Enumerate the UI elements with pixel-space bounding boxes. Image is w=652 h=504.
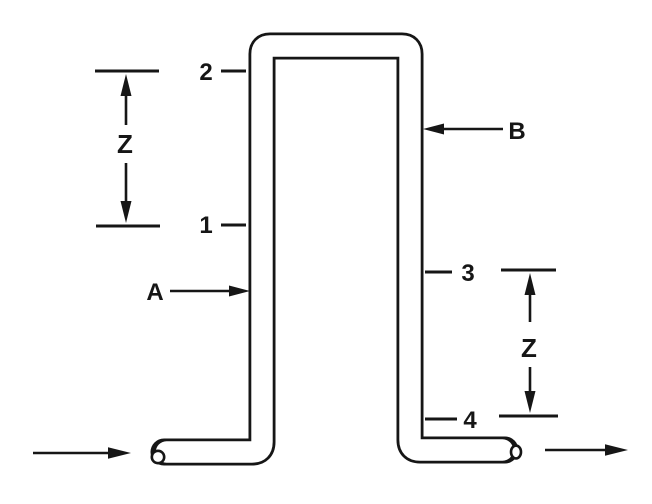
inlet-bore-opening bbox=[150, 449, 166, 465]
station-1-label: 1 bbox=[199, 212, 212, 239]
point-b-label: B bbox=[508, 118, 525, 145]
left-z-label: Z bbox=[117, 129, 133, 159]
point-a-label: A bbox=[146, 279, 163, 306]
station-4-label: 4 bbox=[463, 407, 477, 434]
station-3-label: 3 bbox=[461, 260, 474, 287]
right-z-label: Z bbox=[521, 333, 537, 363]
station-ticks bbox=[221, 69, 457, 421]
point-b-arrow-icon bbox=[423, 123, 503, 135]
right-z-down-arrow-icon bbox=[524, 367, 536, 413]
right-z-dimension bbox=[499, 268, 558, 418]
pipe-tube-interior bbox=[155, 35, 514, 463]
flow-in-arrow-icon bbox=[33, 447, 131, 459]
left-z-up-arrow-icon bbox=[120, 74, 132, 125]
left-z-down-arrow-icon bbox=[120, 163, 132, 223]
flow-out-arrow-icon bbox=[545, 444, 628, 456]
left-z-dimension bbox=[95, 69, 160, 228]
right-z-up-arrow-icon bbox=[524, 273, 536, 322]
point-a-arrow-icon bbox=[170, 285, 250, 297]
station-2-label: 2 bbox=[199, 59, 212, 86]
pipe-tube-outline bbox=[150, 32, 519, 466]
outlet-bore-opening bbox=[509, 444, 523, 460]
pipe-tube bbox=[150, 32, 523, 466]
